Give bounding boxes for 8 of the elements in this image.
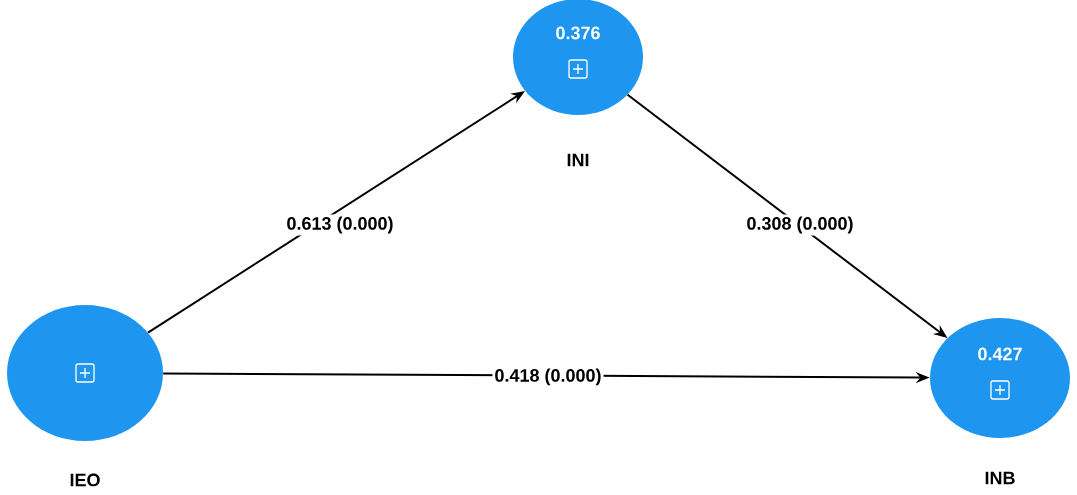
construct-name: INI	[567, 153, 589, 167]
edge-label: 0.418 (0.000)	[492, 366, 604, 388]
construct-name: INB	[985, 471, 1015, 485]
value-label: 0.427	[978, 347, 1022, 361]
edge-label: 0.613 (0.000)	[284, 214, 396, 236]
edge-label: 0.308 (0.000)	[744, 214, 856, 236]
value-label: 0.376	[556, 26, 600, 40]
construct-name: IEO	[70, 473, 100, 487]
